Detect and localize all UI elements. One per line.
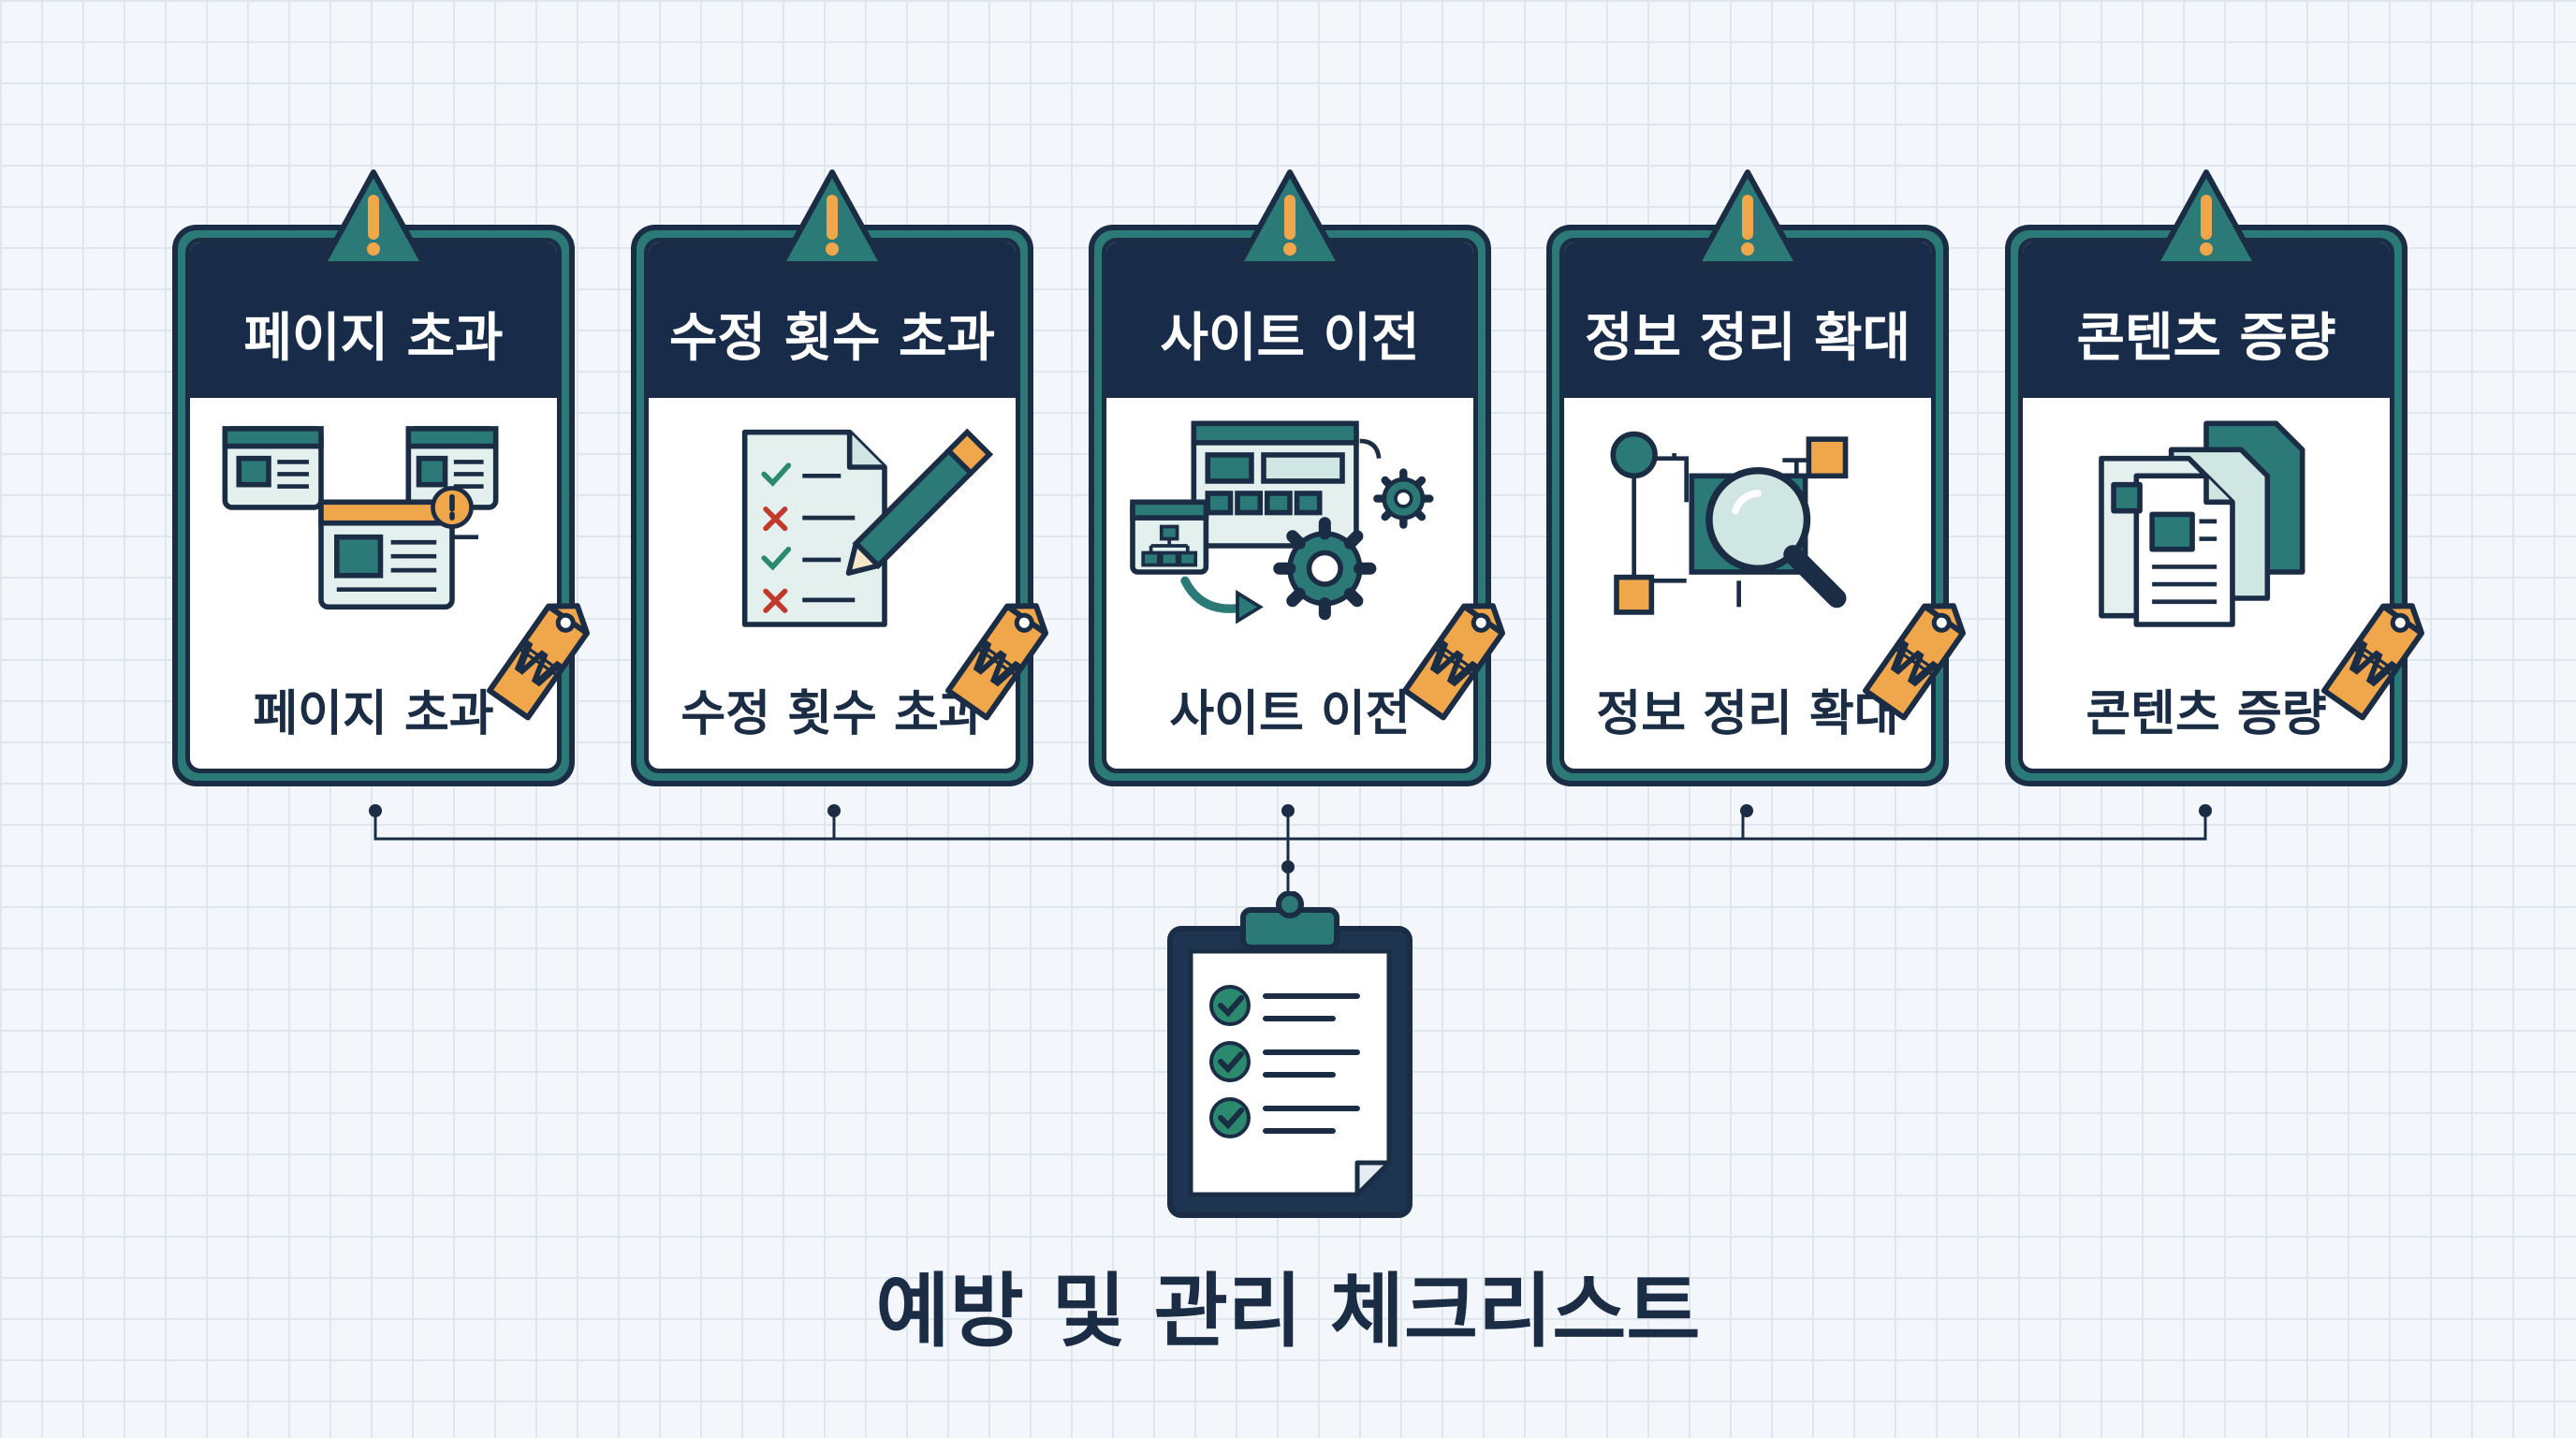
card-body: 수정 횟수 초과 수정 횟수 초과 (644, 238, 1020, 773)
card-title: 콘텐츠 증량 (2023, 242, 2390, 398)
card-body: 정보 정리 확대 정보 정리 확대 (1559, 238, 1936, 773)
card-body: 사이트 이전 (1102, 238, 1478, 773)
warning-icon (2153, 169, 2260, 267)
price-tag-icon: ₩ (1862, 603, 1967, 721)
card-information-expansion: 정보 정리 확대 정보 정리 확대 (1546, 225, 1949, 786)
warning-icon (1694, 169, 1801, 267)
card-label: 수정 횟수 초과 (681, 686, 984, 742)
price-tag-icon: ₩ (944, 603, 1049, 721)
page-overflow-icon (222, 426, 499, 610)
card-body: 페이지 초과 (185, 238, 562, 773)
card-body: 콘텐츠 증량 콘텐츠 증량 (2018, 238, 2394, 773)
price-tag-icon: ₩ (2320, 603, 2425, 721)
revision-checklist-icon (741, 428, 993, 627)
card-title: 수정 횟수 초과 (649, 242, 1016, 398)
card-title: 사이트 이전 (1106, 242, 1473, 398)
checklist-title: 예방 및 관리 체크리스트 (875, 1265, 1701, 1358)
card-label: 사이트 이전 (1169, 686, 1411, 742)
warning-icon (1237, 169, 1343, 267)
price-tag-icon: ₩ (486, 603, 591, 721)
site-migration-icon (1130, 420, 1434, 624)
information-search-icon (1610, 431, 1849, 615)
warning-icon (779, 169, 886, 267)
content-documents-icon (2099, 420, 2305, 627)
card-title: 정보 정리 확대 (1564, 242, 1931, 398)
price-tag-icon: ₩ (1401, 603, 1506, 721)
card-label: 정보 정리 확대 (1596, 686, 1899, 742)
warning-icon (320, 169, 427, 267)
clipboard-checklist-icon (1167, 891, 1412, 1218)
card-title: 페이지 초과 (190, 242, 557, 398)
card-label: 콘텐츠 증량 (2086, 686, 2327, 742)
card-revision-overflow: 수정 횟수 초과 수정 횟수 초과 (631, 225, 1033, 786)
card-page-overflow: 페이지 초과 (172, 225, 575, 786)
card-site-migration: 사이트 이전 (1089, 225, 1491, 786)
card-content-increase: 콘텐츠 증량 콘텐츠 증량 (2005, 225, 2408, 786)
card-label: 페이지 초과 (253, 686, 494, 742)
